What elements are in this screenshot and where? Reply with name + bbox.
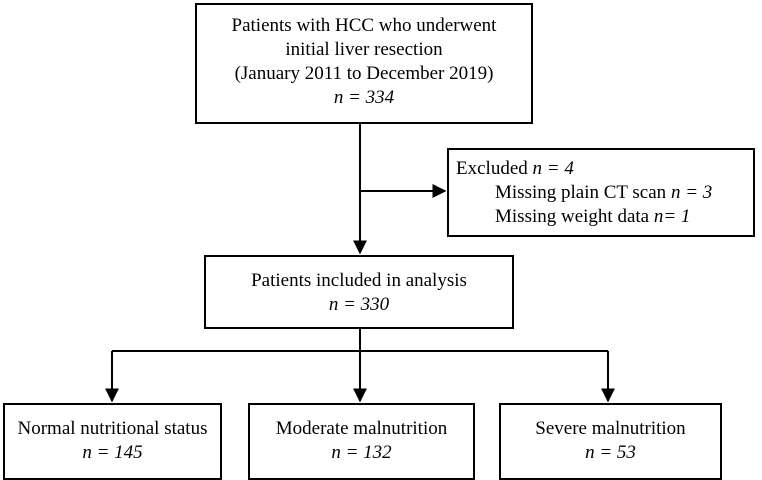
excluded-item-label: Missing weight data [495,206,654,227]
excluded-item-count: n= 1 [653,206,691,227]
group-box-moderate: Moderate malnutrition n = 132 [248,403,475,480]
excluded-count: n = 4 [532,158,574,179]
group-label: Moderate malnutrition [275,418,448,439]
source-line-2: initial liver resection [285,39,443,60]
source-count: n = 334 [333,87,395,108]
included-box: Patients included in analysis n = 330 [204,255,514,329]
source-population-box: Patients with HCC who underwent initial … [195,3,533,124]
group-count: n = 145 [82,442,143,463]
excluded-item: Missing plain CT scan n = 3 [456,181,753,205]
group-label: Normal nutritional status [17,418,208,439]
excluded-heading: Excluded n = 4 [456,157,753,181]
group-label: Severe malnutrition [535,418,686,439]
excluded-item: Missing weight data n= 1 [456,205,753,229]
group-box-severe: Severe malnutrition n = 53 [499,403,722,480]
source-line-3: (January 2011 to December 2019) [234,63,494,84]
group-count: n = 53 [585,442,636,463]
excluded-item-count: n = 3 [670,182,713,203]
group-count: n = 132 [331,442,392,463]
source-line-1: Patients with HCC who underwent [231,15,497,36]
included-count: n = 330 [328,294,390,315]
group-box-normal: Normal nutritional status n = 145 [3,403,222,480]
included-label: Patients included in analysis [251,270,467,291]
excluded-box: Excluded n = 4 Missing plain CT scan n =… [447,148,755,237]
excluded-label: Excluded [456,158,533,179]
excluded-item-label: Missing plain CT scan [495,182,671,203]
